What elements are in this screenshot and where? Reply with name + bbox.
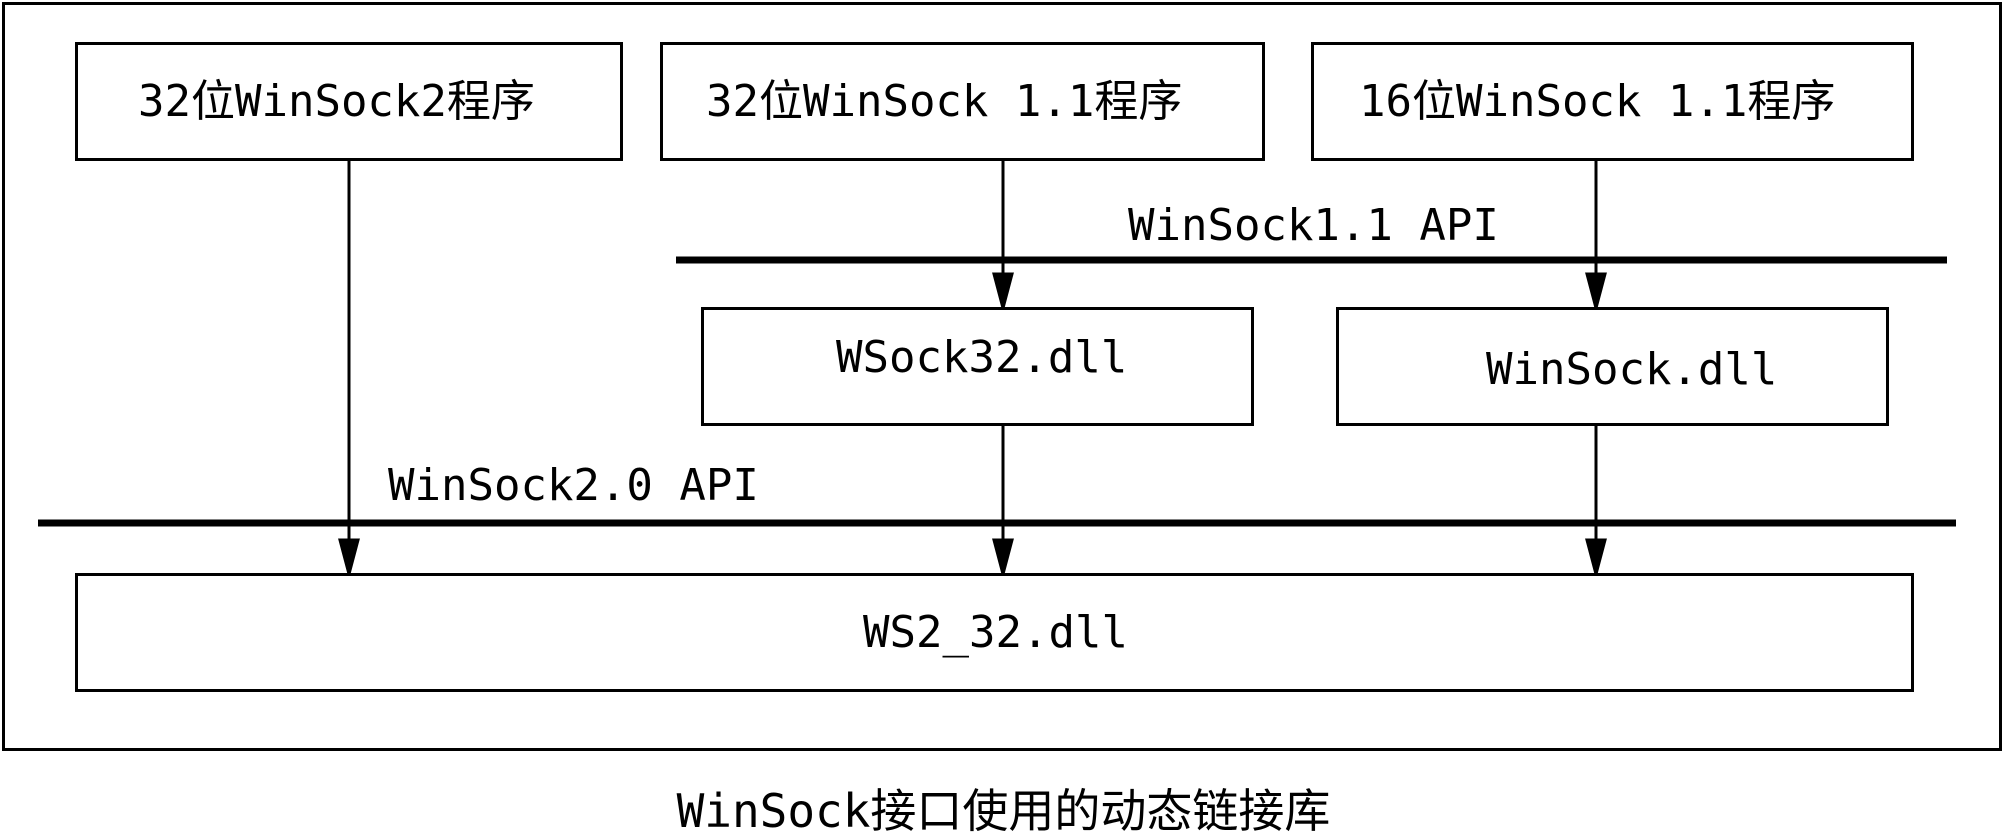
box-ws2-32-dll-label: WS2_32.dll [863, 606, 1128, 658]
box-ws2-32-dll: WS2_32.dll [75, 573, 1914, 692]
arrowhead-wsock32-to-ws2-32 [992, 538, 1014, 580]
arrowhead-ws11-32-to-wsock32 [992, 272, 1014, 314]
box-32bit-winsock2-program: 32位WinSock2程序 [75, 42, 623, 161]
winsock11-api-label: WinSock1.1 API [1128, 200, 1499, 251]
box-16bit-winsock11-program: 16位WinSock 1.1程序 [1311, 42, 1914, 161]
arrowhead-ws11-16-to-winsock [1585, 272, 1607, 314]
diagram-frame [2, 2, 2002, 751]
box-32bit-winsock11-program-label: 32位WinSock 1.1程序 [706, 75, 1183, 127]
box-winsock-dll: WinSock.dll [1336, 307, 1889, 426]
box-32bit-winsock11-program: 32位WinSock 1.1程序 [660, 42, 1265, 161]
figure-caption: WinSock接口使用的动态链接库 [676, 784, 1331, 838]
box-16bit-winsock11-program-label: 16位WinSock 1.1程序 [1359, 75, 1836, 127]
box-winsock-dll-label: WinSock.dll [1486, 343, 1778, 395]
box-wsock32-dll: WSock32.dll [701, 307, 1254, 426]
box-wsock32-dll-label: WSock32.dll [836, 331, 1128, 383]
arrowhead-winsock-to-ws2-32 [1585, 538, 1607, 580]
winsock20-api-label: WinSock2.0 API [388, 460, 759, 511]
box-32bit-winsock2-program-label: 32位WinSock2程序 [138, 75, 535, 127]
arrowhead-ws2-to-ws2-32 [338, 538, 360, 580]
